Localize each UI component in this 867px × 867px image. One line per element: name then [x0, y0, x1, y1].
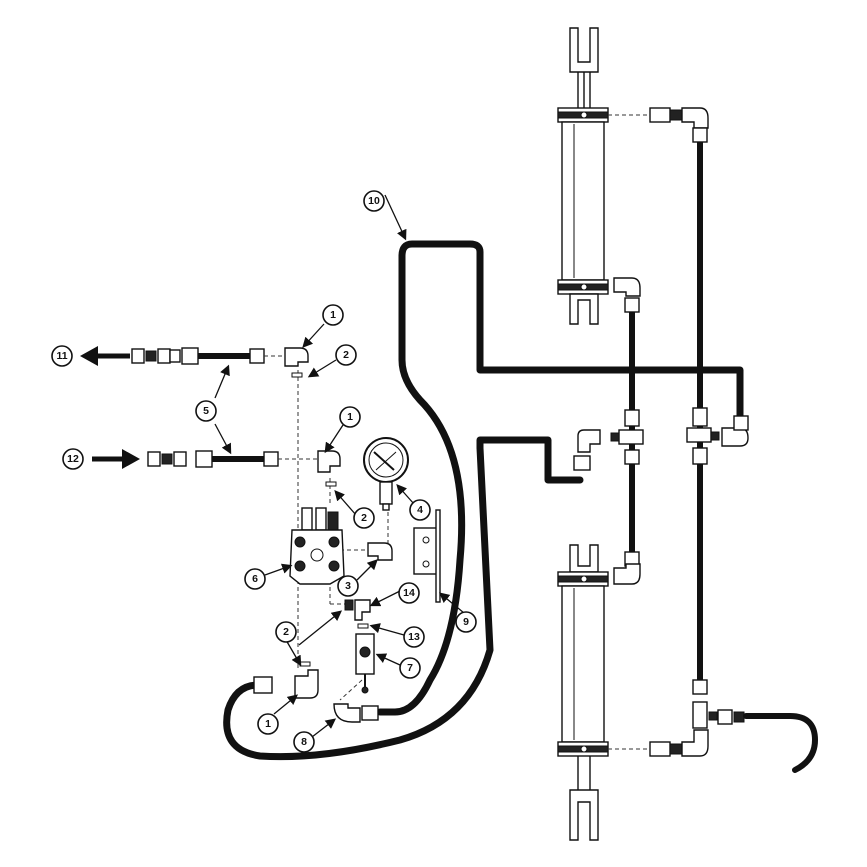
callout-9: 9 — [455, 611, 477, 633]
callout-6: 6 — [244, 568, 266, 590]
callout-11: 11 — [51, 345, 73, 367]
svg-text:3: 3 — [345, 580, 351, 592]
callout-1-top: 1 — [322, 304, 344, 326]
svg-text:12: 12 — [67, 453, 79, 465]
cylinder-hoses — [573, 107, 818, 773]
svg-text:7: 7 — [407, 662, 413, 674]
svg-text:6: 6 — [252, 573, 258, 585]
callout-7: 7 — [399, 657, 421, 679]
svg-text:1: 1 — [265, 718, 271, 730]
callout-3: 3 — [337, 575, 359, 597]
large-hose-10 — [223, 240, 744, 761]
svg-text:1: 1 — [347, 411, 353, 423]
svg-text:8: 8 — [301, 736, 307, 748]
svg-text:2: 2 — [283, 626, 289, 638]
svg-text:1: 1 — [330, 309, 336, 321]
svg-text:9: 9 — [463, 616, 469, 628]
callout-12: 12 — [62, 448, 84, 470]
callout-13: 13 — [403, 626, 425, 648]
callout-5: 5 — [195, 400, 217, 422]
svg-text:10: 10 — [368, 195, 380, 207]
callout-2-top: 2 — [335, 344, 357, 366]
svg-text:11: 11 — [56, 350, 67, 362]
callout-10: 10 — [363, 190, 385, 212]
leader-lines — [214, 194, 465, 738]
callout-1-middle: 1 — [339, 406, 361, 428]
callout-8: 8 — [293, 731, 315, 753]
callout-2-middle: 2 — [353, 507, 375, 529]
svg-text:2: 2 — [361, 512, 367, 524]
svg-text:2: 2 — [343, 349, 349, 361]
svg-text:14: 14 — [403, 587, 415, 599]
callout-2-bottom: 2 — [275, 621, 297, 643]
top-cylinder — [557, 27, 609, 325]
callout-14: 14 — [398, 582, 420, 604]
bottom-cylinder — [557, 544, 609, 841]
svg-text:5: 5 — [203, 405, 209, 417]
supply-lines — [80, 346, 341, 473]
svg-text:4: 4 — [417, 504, 423, 516]
callout-1-bottom: 1 — [257, 713, 279, 735]
callout-4: 4 — [409, 499, 431, 521]
valve-assembly — [253, 370, 441, 723]
svg-text:13: 13 — [408, 631, 420, 643]
